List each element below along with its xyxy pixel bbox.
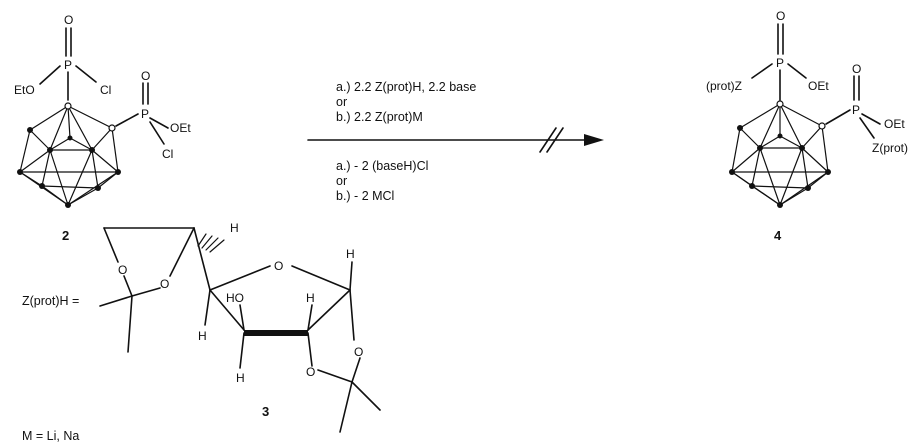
atom-eto: EtO bbox=[14, 83, 35, 97]
atom-cl2: Cl bbox=[162, 147, 173, 161]
atom-oet: OEt bbox=[170, 121, 191, 135]
footnote: M = Li, Na bbox=[22, 429, 79, 443]
atom-cl1: Cl bbox=[100, 83, 111, 97]
atom-p1: P bbox=[776, 56, 784, 70]
atom-o2: O bbox=[852, 62, 861, 76]
compound-3: Z(prot)H = H O O O bbox=[22, 221, 381, 433]
reaction-arrow bbox=[307, 127, 604, 153]
condition-above-1: a.) 2.2 Z(prot)H, 2.2 base bbox=[336, 80, 476, 94]
atom-protz: (prot)Z bbox=[706, 79, 742, 93]
carborane-cage bbox=[729, 100, 831, 208]
compound-2: O P EtO Cl O P OEt Cl 2 bbox=[14, 13, 191, 243]
compound-number-3: 3 bbox=[262, 404, 269, 419]
atom-o2: O bbox=[141, 69, 150, 83]
atom-p2: P bbox=[141, 107, 149, 121]
atom-h-low: H bbox=[236, 371, 245, 385]
atom-o-b: O bbox=[160, 277, 169, 291]
atom-oet2: OEt bbox=[884, 117, 905, 131]
atom-oet1: OEt bbox=[808, 79, 829, 93]
atom-h-left: H bbox=[198, 329, 207, 343]
compound-4: O P (prot)Z OEt O P OEt Z(prot) 4 bbox=[706, 9, 908, 243]
condition-below-3: b.) - 2 MCl bbox=[336, 189, 394, 203]
atom-o1: O bbox=[776, 9, 785, 23]
atom-o1: O bbox=[64, 13, 73, 27]
condition-above-3: b.) 2.2 Z(prot)M bbox=[336, 110, 423, 124]
condition-above-2: or bbox=[336, 95, 347, 109]
atom-h-top: H bbox=[230, 221, 239, 235]
atom-p2: P bbox=[852, 103, 860, 117]
atom-o-ring: O bbox=[274, 259, 283, 273]
compound-number-4: 4 bbox=[774, 228, 782, 243]
atom-o-d: O bbox=[306, 365, 315, 379]
atom-o-a: O bbox=[118, 263, 127, 277]
condition-below-1: a.) - 2 (baseH)Cl bbox=[336, 159, 428, 173]
atom-h-right: H bbox=[346, 247, 355, 261]
atom-p1: P bbox=[64, 58, 72, 72]
zproth-label: Z(prot)H = bbox=[22, 294, 79, 308]
carborane-cage bbox=[17, 102, 121, 208]
atom-zprot: Z(prot) bbox=[872, 141, 908, 155]
atom-h-mid: H bbox=[306, 291, 315, 305]
atom-o-c: O bbox=[354, 345, 363, 359]
condition-below-2: or bbox=[336, 174, 347, 188]
atom-ho: HO bbox=[226, 291, 244, 305]
compound-number-2: 2 bbox=[62, 228, 69, 243]
